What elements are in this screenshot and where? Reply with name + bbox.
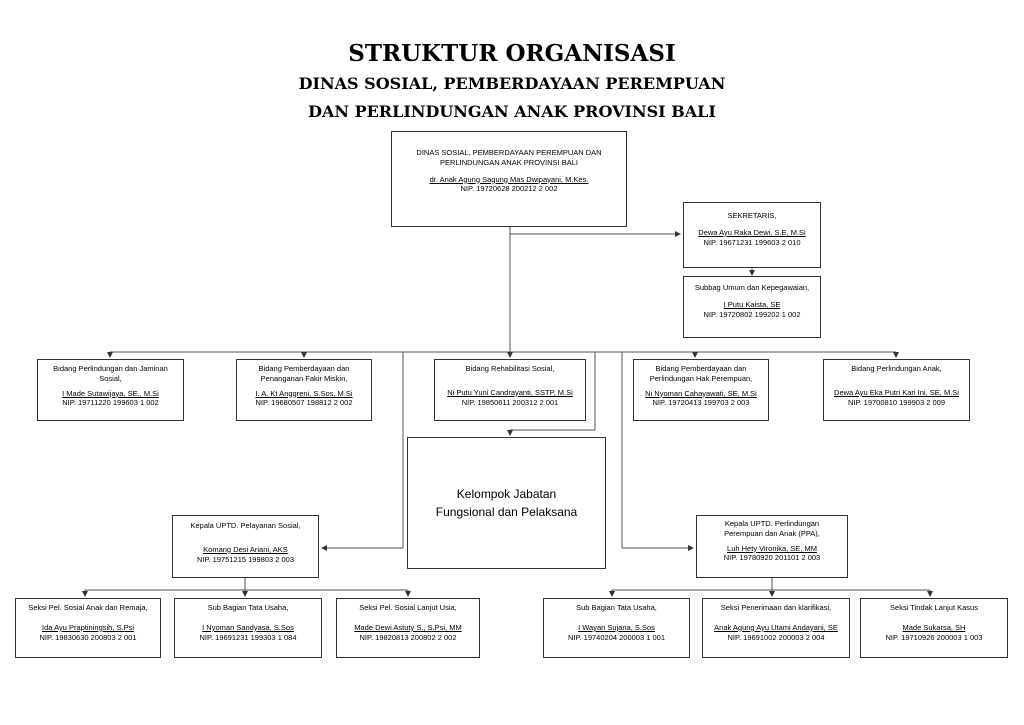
- subbag-umum-title: Subbag Umum dan Kepegawaian,: [694, 283, 810, 292]
- seksi-box: Seksi Tindak Lanjut Kasus Made Sukarsa, …: [860, 598, 1008, 658]
- kepala-unit-line2: PERLINDUNGAN ANAK PROVINSI BALI: [440, 157, 578, 167]
- sekretaris-box: SEKRETARIS, Dewa Ayu Raka Dewi, S.E, M.S…: [683, 202, 821, 268]
- bidang-nip: NIP. 19850611 200312 2 001: [461, 397, 559, 407]
- seksi-box: Sub Bagian Tata Usaha, I Wayan Sujana, S…: [543, 598, 690, 658]
- subbag-umum-name: I Putu Kaista, SE: [723, 299, 781, 309]
- kepala-nip: NIP. 19720628 200212 2 002: [460, 184, 558, 194]
- seksi-name: Ida Ayu Praptiningsih, S.Psi: [42, 622, 134, 632]
- bidang-title-line1: Bidang Perlindungan dan Jaminan: [53, 364, 168, 373]
- bidang-name: I Made Sutawijaya, SE., M.Si: [62, 388, 159, 398]
- bidang-box: Bidang Pemberdayaan dan Penanganan Fakir…: [236, 359, 372, 421]
- bidang-nip: NIP. 19680507 198812 2 002: [255, 398, 353, 408]
- uptd-sosial-box: Kepala UPTD. Pelayanan Sosial, Komang De…: [172, 515, 319, 578]
- seksi-title: Seksi Pel. Sosial Lanjut Usia,: [359, 603, 457, 612]
- uptd-sosial-nip: NIP. 19751215 199803 2 003: [196, 554, 295, 564]
- uptd-sosial-name: Komang Desi Ariani, AKS: [203, 544, 288, 554]
- seksi-box: Seksi Pel. Sosial Anak dan Remaja, Ida A…: [15, 598, 161, 658]
- kepala-unit-line1: DINAS SOSIAL, PEMBERDAYAAN PEREMPUAN DAN: [416, 148, 602, 157]
- seksi-box: Seksi Penerimaan dan klarifikasi, Anak A…: [702, 598, 850, 658]
- fungsional-line2: Fungsional dan Pelaksana: [435, 505, 578, 519]
- seksi-name: Made Sukarsa, SH: [902, 622, 966, 632]
- seksi-name: I Wayan Sujana, S.Sos: [578, 622, 655, 632]
- bidang-nip: NIP. 19711220 199603 1 002: [62, 398, 159, 408]
- bidang-title-line1: Bidang Pemberdayaan dan: [655, 364, 747, 373]
- chart-subtitle-2: DAN PERLINDUNGAN ANAK PROVINSI BALI: [308, 102, 716, 121]
- sekretaris-name: Dewa Ayu Raka Dewi, S.E, M.Si: [698, 227, 806, 237]
- seksi-title: Seksi Penerimaan dan klarifikasi,: [720, 603, 832, 612]
- kelompok-fungsional-box: Kelompok Jabatan Fungsional dan Pelaksan…: [407, 437, 606, 569]
- subbag-umum-nip: NIP. 19720802 199202 1 002: [703, 309, 801, 319]
- bidang-name: I. A. Kt Anggreni, S.Sos, M.Si: [255, 388, 353, 398]
- bidang-title-line2: Perlindungan Hak Perempuan,: [649, 373, 753, 383]
- bidang-nip: NIP. 19700810 199903 2 009: [847, 397, 946, 407]
- bidang-title-line1: Bidang Pemberdayaan dan: [258, 364, 350, 373]
- seksi-nip: NIP. 19740204 200003 1 001: [567, 632, 666, 642]
- fungsional-line1: Kelompok Jabatan: [456, 487, 557, 501]
- seksi-title: Sub Bagian Tata Usaha,: [207, 603, 289, 612]
- uptd-ppa-name: Luh Hety Vironika, SE, MM: [727, 543, 817, 553]
- kepala-dinas-box: DINAS SOSIAL, PEMBERDAYAAN PEREMPUAN DAN…: [391, 131, 627, 227]
- uptd-ppa-nip: NIP. 19780920 201101 2 003: [723, 553, 821, 563]
- seksi-box: Seksi Pel. Sosial Lanjut Usia, Made Dewi…: [336, 598, 480, 658]
- seksi-box: Sub Bagian Tata Usaha, I Nyoman Sandyasa…: [174, 598, 322, 658]
- bidang-name: Ni Putu Yuni Candrayanti, SSTP, M.Si: [447, 387, 573, 397]
- bidang-box: Bidang Rehabilitasi Sosial, Ni Putu Yuni…: [434, 359, 586, 421]
- seksi-nip: NIP. 19820813 200802 2 002: [359, 632, 457, 642]
- seksi-nip: NIP. 19710926 200003 1 003: [885, 632, 983, 642]
- seksi-name: Anak Agung Ayu Utami Andayani, SE: [714, 622, 838, 632]
- chart-subtitle-1: DINAS SOSIAL, PEMBERDAYAAN PEREMPUAN: [298, 74, 726, 93]
- seksi-title: Seksi Pel. Sosial Anak dan Remaja,: [28, 603, 148, 612]
- sekretaris-title: SEKRETARIS,: [727, 211, 777, 220]
- chart-title: STRUKTUR ORGANISASI: [348, 40, 676, 67]
- bidang-title-line1: Bidang Rehabilitasi Sosial,: [465, 364, 555, 373]
- uptd-ppa-box: Kepala UPTD. Perlindungan Perempuan dan …: [696, 515, 848, 578]
- seksi-nip: NIP. 19691002 200003 2 004: [727, 632, 825, 642]
- bidang-box: Bidang Perlindungan dan Jaminan Sosial, …: [37, 359, 184, 421]
- uptd-sosial-title: Kepala UPTD. Pelayanan Sosial,: [190, 521, 301, 530]
- uptd-ppa-title-line1: Kepala UPTD. Perlindungan: [724, 519, 820, 528]
- kepala-name: dr. Anak Agung Sagung Mas Dwipayani, M.K…: [429, 174, 589, 184]
- sekretaris-nip: NIP. 19671231 199603 2 010: [703, 237, 801, 247]
- uptd-ppa-title-line2: Perempuan dan Anak (PPA),: [724, 528, 820, 538]
- seksi-nip: NIP. 19691231 199303 1 084: [199, 632, 297, 642]
- seksi-title: Seksi Tindak Lanjut Kasus: [890, 603, 978, 612]
- bidang-box: Bidang Pemberdayaan dan Perlindungan Hak…: [633, 359, 769, 421]
- seksi-name: Made Dewi Astuty S., S.Psi, MM: [354, 622, 462, 632]
- bidang-title-line2: Sosial,: [99, 373, 122, 383]
- subbag-umum-box: Subbag Umum dan Kepegawaian, I Putu Kais…: [683, 276, 821, 338]
- seksi-title: Sub Bagian Tata Usaha,: [576, 603, 657, 612]
- bidang-box: Bidang Perlindungan Anak, Dewa Ayu Eka P…: [823, 359, 970, 421]
- seksi-name: I Nyoman Sandyasa, S.Sos: [202, 622, 294, 632]
- bidang-nip: NIP. 19720413 199703 2 003: [652, 398, 750, 408]
- seksi-nip: NIP. 19830630 200803 2 001: [39, 632, 137, 642]
- bidang-title-line1: Bidang Perlindungan Anak,: [851, 364, 942, 373]
- bidang-name: Dewa Ayu Eka Putri Kari Ini, SE, M.Si: [834, 387, 959, 397]
- bidang-name: Ni Nyoman Cahayawati, SE, M.Si: [645, 388, 757, 398]
- bidang-title-line2: Penanganan Fakir Miskin,: [260, 373, 348, 383]
